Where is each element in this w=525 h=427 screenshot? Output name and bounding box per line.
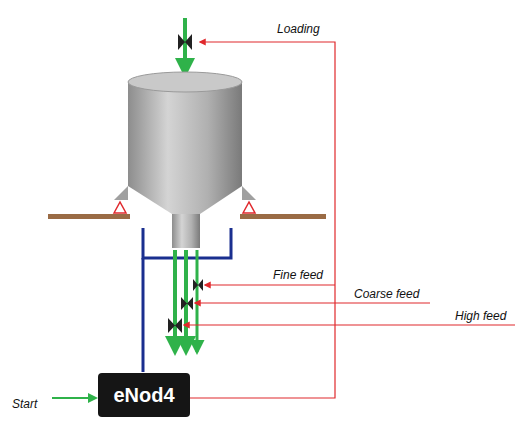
coarse-valve bbox=[181, 297, 193, 310]
controller-box: eNod4 bbox=[98, 373, 190, 417]
high-valve bbox=[168, 318, 182, 333]
tank-top bbox=[128, 72, 242, 92]
load-cell-cable bbox=[142, 258, 145, 372]
outflow-arrow bbox=[196, 250, 199, 352]
support-beam bbox=[240, 214, 326, 219]
loading-valve bbox=[178, 34, 192, 50]
support-beam bbox=[48, 214, 130, 219]
signal-label: Fine feed bbox=[273, 268, 323, 282]
signal-label: Loading bbox=[277, 22, 320, 36]
tank-body bbox=[128, 82, 242, 214]
coarse-signal bbox=[195, 302, 430, 303]
load-cell bbox=[243, 202, 255, 213]
start-arrow bbox=[52, 397, 96, 399]
fine-signal bbox=[205, 284, 335, 285]
inflow-arrow bbox=[183, 18, 187, 74]
load-cell bbox=[114, 202, 126, 213]
signal-label: Coarse feed bbox=[354, 287, 419, 301]
bracket bbox=[114, 186, 128, 200]
signal-label: High feed bbox=[455, 309, 506, 323]
outflow-arrow bbox=[173, 250, 177, 352]
high-signal bbox=[184, 324, 515, 325]
tank-outlet bbox=[172, 214, 200, 248]
bracket bbox=[242, 186, 256, 200]
controller-label: eNod4 bbox=[113, 384, 174, 407]
signal-label: Start bbox=[12, 397, 37, 411]
fine-valve bbox=[193, 279, 203, 291]
